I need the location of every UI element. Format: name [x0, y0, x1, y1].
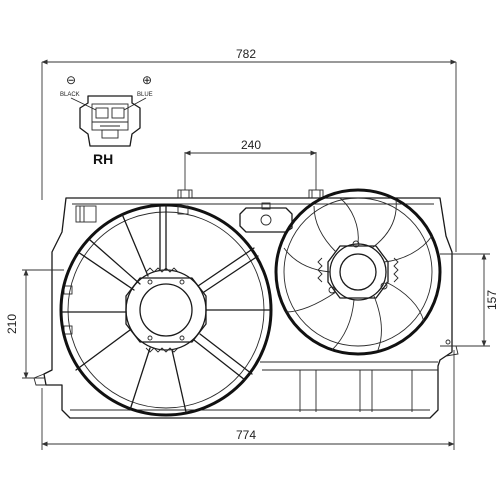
dimension-774-label: 774 — [236, 428, 256, 442]
connector-detail: ⊖ ⊕ BLACK BLUE RH — [60, 73, 153, 167]
dimension-157-label: 157 — [485, 290, 499, 310]
left-fan-ring — [59, 203, 273, 417]
fan-shroud — [33, 189, 459, 419]
dimension-782-label: 782 — [236, 47, 256, 61]
dimension-210-label: 210 — [5, 314, 19, 334]
dimension-782: 782 — [41, 47, 457, 252]
rh-label: RH — [93, 151, 113, 167]
dimension-240-label: 240 — [241, 138, 261, 152]
positive-pin-symbol: ⊕ — [142, 73, 152, 87]
dimension-157: 157 — [440, 253, 499, 347]
right-fan — [274, 188, 442, 356]
black-wire-label: BLACK — [60, 92, 80, 98]
blue-wire-label: BLUE — [137, 92, 153, 98]
negative-pin-symbol: ⊖ — [66, 73, 76, 87]
dimension-774: 774 — [41, 350, 455, 450]
dimension-240: 240 — [184, 138, 317, 190]
dimension-210: 210 — [5, 269, 64, 379]
